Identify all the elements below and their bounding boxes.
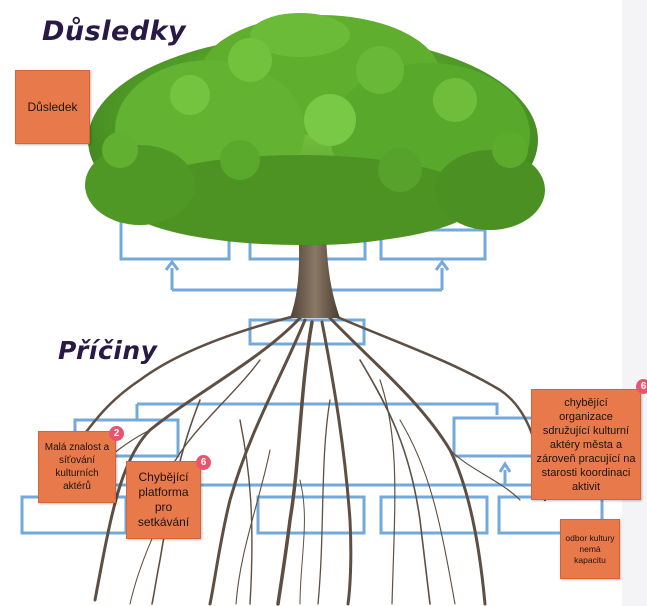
sticky-note-department-text: odbor kultury nemá kapacitu [565, 532, 615, 565]
sticky-note-knowledge[interactable]: Malá znalost a síťování kulturních aktér… [38, 431, 116, 503]
vote-count-badge-knowledge: 2 [109, 426, 124, 441]
sticky-note-knowledge-text: Malá znalost a síťování kulturních aktér… [44, 442, 110, 492]
vote-count-badge-organization: 6 [636, 379, 647, 394]
scroll-gutter [622, 0, 647, 606]
causes-heading: Příčiny [58, 336, 158, 365]
tree-crown [85, 13, 545, 245]
sticky-note-effect[interactable]: Důsledek [15, 70, 90, 144]
sticky-note-effect-text: Důsledek [27, 100, 78, 114]
sticky-note-organization[interactable]: chybějící organizace sdružující kulturní… [531, 389, 641, 500]
sticky-note-organization-text: chybějící organizace sdružující kulturní… [536, 396, 636, 493]
vote-count-badge-platform: 6 [196, 455, 211, 470]
sticky-note-platform-text: Chybějící platforma pro setkávání [137, 470, 190, 529]
sticky-note-platform[interactable]: Chybějící platforma pro setkávání [126, 461, 201, 539]
effects-heading: Důsledky [42, 16, 187, 47]
sticky-note-department[interactable]: odbor kultury nemá kapacitu [560, 519, 620, 579]
tree-trunk [290, 222, 340, 318]
